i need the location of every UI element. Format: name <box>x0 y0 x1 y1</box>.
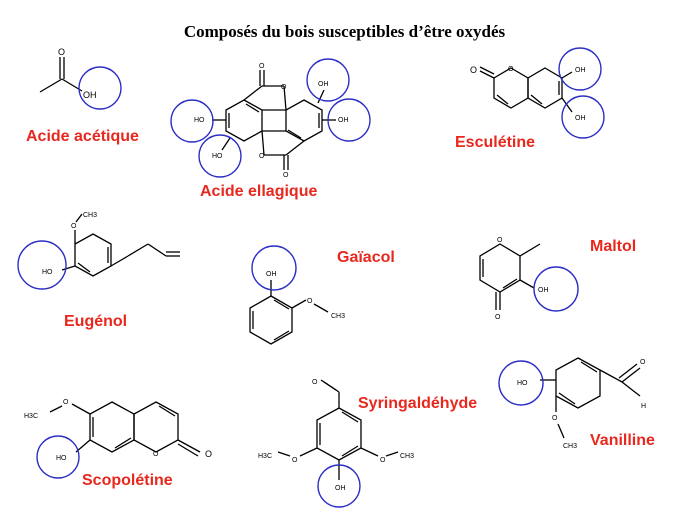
atom-h3c: H3C <box>24 413 38 420</box>
atom-o: O <box>153 451 159 458</box>
oxidizable-oh-circle <box>317 464 361 508</box>
atom-oh: OH <box>575 67 586 74</box>
atom-oh: OH <box>266 271 277 278</box>
atom-o: O <box>283 172 289 179</box>
atom-o: O <box>508 66 514 73</box>
atom-h: H <box>641 403 646 410</box>
label-scopoletine: Scopolétine <box>82 472 173 489</box>
atom-o: O <box>58 47 65 57</box>
atom-o: O <box>259 63 265 70</box>
label-acide-ellagique: Acide ellagique <box>200 183 318 200</box>
atom-o: O <box>259 153 265 160</box>
atom-o: O <box>307 298 313 305</box>
atom-h3c: H3C <box>258 453 272 460</box>
atom-o: O <box>71 223 77 230</box>
atom-ch3: CH3 <box>563 443 577 450</box>
atom-o: O <box>63 399 69 406</box>
label-vanilline: Vanilline <box>590 432 655 449</box>
oxidizable-oh-circle <box>558 47 602 91</box>
structure-acide-acetique: O OH <box>39 47 122 110</box>
structure-maltol: O O OH <box>479 237 579 321</box>
label-acide-acetique: Acide acétique <box>26 128 139 145</box>
atom-oh: OH <box>538 287 549 294</box>
structure-syringaldehyde: O O H3C O CH3 OH <box>258 379 414 508</box>
atom-o: O <box>552 415 558 422</box>
atom-o: O <box>495 314 501 321</box>
atom-ho: HO <box>212 153 223 160</box>
structure-esculetine: O O OH OH <box>470 47 605 139</box>
oxidizable-oh-circle <box>170 99 214 143</box>
atom-ch3: CH3 <box>331 313 345 320</box>
atom-ho: HO <box>517 380 528 387</box>
oxidizable-oh-circle <box>36 435 80 479</box>
oxidizable-oh-circle <box>327 98 371 142</box>
atom-ho: HO <box>42 269 53 276</box>
structure-gaiacol: OH O CH3 <box>249 245 345 345</box>
label-syringaldehyde: Syringaldéhyde <box>358 395 478 412</box>
oxidizable-oh-circle <box>306 58 350 102</box>
atom-o: O <box>205 449 212 459</box>
atom-ch3: CH3 <box>83 212 97 219</box>
atom-o: O <box>470 65 477 75</box>
structure-acide-ellagique: O O O O HO HO OH OH <box>170 58 371 179</box>
atom-o: O <box>380 457 386 464</box>
oxidizable-oh-circle <box>533 266 579 312</box>
atom-oh: OH <box>338 117 349 124</box>
atom-oh: OH <box>335 485 346 492</box>
oxidizable-oh-circle <box>198 134 242 178</box>
oxidizable-oh-circle <box>498 360 544 406</box>
structure-eugenol: O CH3 HO <box>17 212 180 290</box>
atom-o: O <box>281 84 287 91</box>
oxidizable-oh-circle <box>78 66 122 110</box>
label-gaiacol: Gaïacol <box>337 249 395 266</box>
oxidizable-oh-circle <box>561 95 605 139</box>
oxidizable-oh-circle <box>251 245 297 291</box>
atom-o: O <box>497 237 503 244</box>
atom-oh: OH <box>575 115 586 122</box>
structure-scopoletine: O O O H3C HO <box>24 399 212 479</box>
atom-o: O <box>312 379 318 386</box>
atom-oh: OH <box>83 90 97 100</box>
atom-ho: HO <box>56 455 67 462</box>
label-maltol: Maltol <box>590 238 637 255</box>
slide-title: Composés du bois susceptibles d’être oxy… <box>183 22 506 41</box>
atom-ch3: CH3 <box>400 453 414 460</box>
atom-o: O <box>292 457 298 464</box>
atom-o: O <box>640 359 646 366</box>
label-eugenol: Eugénol <box>64 313 128 330</box>
atom-ho: HO <box>194 117 205 124</box>
atom-oh: OH <box>318 81 329 88</box>
label-esculetine: Esculétine <box>455 134 536 151</box>
structure-vanilline: HO O CH3 O H <box>498 357 646 450</box>
oxidizable-oh-circle <box>17 240 67 290</box>
